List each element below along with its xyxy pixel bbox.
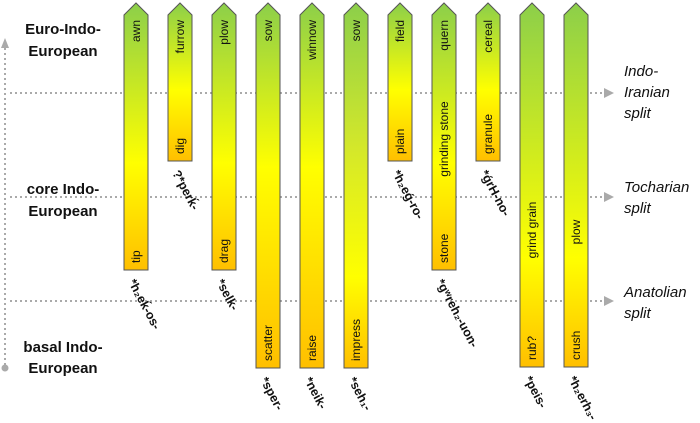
word-bar: sow impress *seh₁-	[343, 2, 374, 413]
bar-arrow	[299, 2, 325, 369]
bar-top-meaning: field	[393, 20, 407, 42]
bar-top-meaning: sow	[349, 20, 363, 42]
arrow-up-icon	[1, 38, 9, 48]
bar-arrow	[475, 2, 501, 162]
bar-arrow	[211, 2, 237, 271]
bar-middle-meaning: grinding stone	[437, 101, 451, 177]
bar-bottom-meaning: tip	[129, 250, 143, 263]
word-bar: plow drag *selk-	[211, 2, 241, 313]
split-indo-iranian-3: split	[624, 105, 652, 122]
word-bar: field plain *h₂eǵ-ro-	[387, 2, 427, 222]
bar-arrow	[563, 2, 589, 368]
bar-top-meaning: quern	[437, 20, 451, 51]
bar-top-meaning: furrow	[173, 20, 187, 54]
stage-core-line1: core Indo-	[27, 181, 100, 198]
bar-top-meaning: plow	[217, 20, 231, 45]
bar-bottom-meaning: dig	[173, 138, 187, 154]
bar-bottom-meaning: plain	[393, 129, 407, 154]
stage-euro-line1: Euro-Indo-	[25, 21, 101, 38]
split-anatolian-1: Anatolian	[623, 284, 687, 301]
bar-arrow	[519, 2, 545, 368]
pie-root: *selk-	[213, 277, 241, 313]
arrow-right-icon	[604, 192, 614, 202]
bar-bottom-meaning: crush	[569, 331, 583, 360]
bar-top-meaning: cereal	[481, 20, 495, 53]
bar-arrow	[343, 2, 369, 369]
word-bar: sow scatter *sper-	[255, 2, 286, 413]
arrow-right-icon	[604, 88, 614, 98]
word-bars: awn tip *h₂eḱ-os-furrow dig ?*perḱ-plow drag *…	[123, 2, 600, 422]
pie-root: ?*perḱ-	[169, 167, 202, 212]
bar-arrow	[167, 2, 193, 162]
word-bar: furrow dig ?*perḱ-	[167, 2, 203, 212]
pie-root: *ǵrH-no-	[477, 168, 513, 219]
bar-bottom-meaning: stone	[437, 233, 451, 263]
split-anatolian-2: split	[624, 305, 652, 322]
bar-arrow	[255, 2, 281, 369]
stage-euro-line2: European	[28, 43, 97, 60]
bar-bottom-meaning: raise	[305, 335, 319, 361]
pie-root: *h₂erh₃-	[565, 374, 600, 422]
word-bar: plow crush *h₂erh₃-	[563, 2, 600, 422]
bar-top-meaning: sow	[261, 20, 275, 42]
word-bar: awn tip *h₂eḱ-os-	[123, 2, 164, 332]
pie-root: *h₂eḱ-os-	[125, 276, 164, 331]
bar-bottom-meaning: impress	[349, 319, 363, 361]
bar-top-meaning: awn	[129, 20, 143, 42]
pie-root: *gʷreh₂-uon-	[433, 277, 481, 350]
axis-origin-dot	[1, 364, 9, 372]
bar-middle-meaning: grind grain	[525, 202, 539, 259]
bar-bottom-meaning: granule	[481, 114, 495, 154]
pie-root: *h₂eǵ-ro-	[389, 168, 426, 222]
arrow-right-icon	[604, 296, 614, 306]
stage-basal-line1: basal Indo-	[23, 339, 102, 356]
bar-bottom-meaning: drag	[217, 239, 231, 263]
bar-middle-meaning: plow	[569, 219, 583, 244]
split-indo-iranian-2: Iranian	[624, 84, 670, 101]
bar-top-meaning: winnow	[305, 20, 319, 61]
bar-arrow	[431, 2, 457, 271]
word-bar: quern grinding stone stone *gʷreh₂-uon-	[431, 2, 481, 350]
pie-root: *peis-	[521, 374, 549, 411]
stage-basal-line2: European	[28, 360, 97, 377]
split-indo-iranian-1: Indo-	[624, 63, 658, 80]
bar-arrow	[387, 2, 413, 162]
stage-core-line2: European	[28, 203, 97, 220]
pie-root: *sper-	[257, 375, 286, 413]
word-bar: winnow raise *neik-	[299, 2, 330, 412]
time-axis	[1, 38, 9, 372]
pie-root: *neik-	[301, 375, 329, 412]
word-bar: grind grain rub? *peis-	[519, 2, 550, 411]
word-bar: cereal granule *ǵrH-no-	[475, 2, 513, 219]
pie-root: *seh₁-	[345, 375, 374, 413]
split-tocharian-2: split	[624, 200, 652, 217]
split-tocharian-1: Tocharian	[624, 179, 689, 196]
bar-bottom-meaning: rub?	[525, 336, 539, 360]
bar-arrow	[123, 2, 149, 271]
bar-bottom-meaning: scatter	[261, 325, 275, 361]
